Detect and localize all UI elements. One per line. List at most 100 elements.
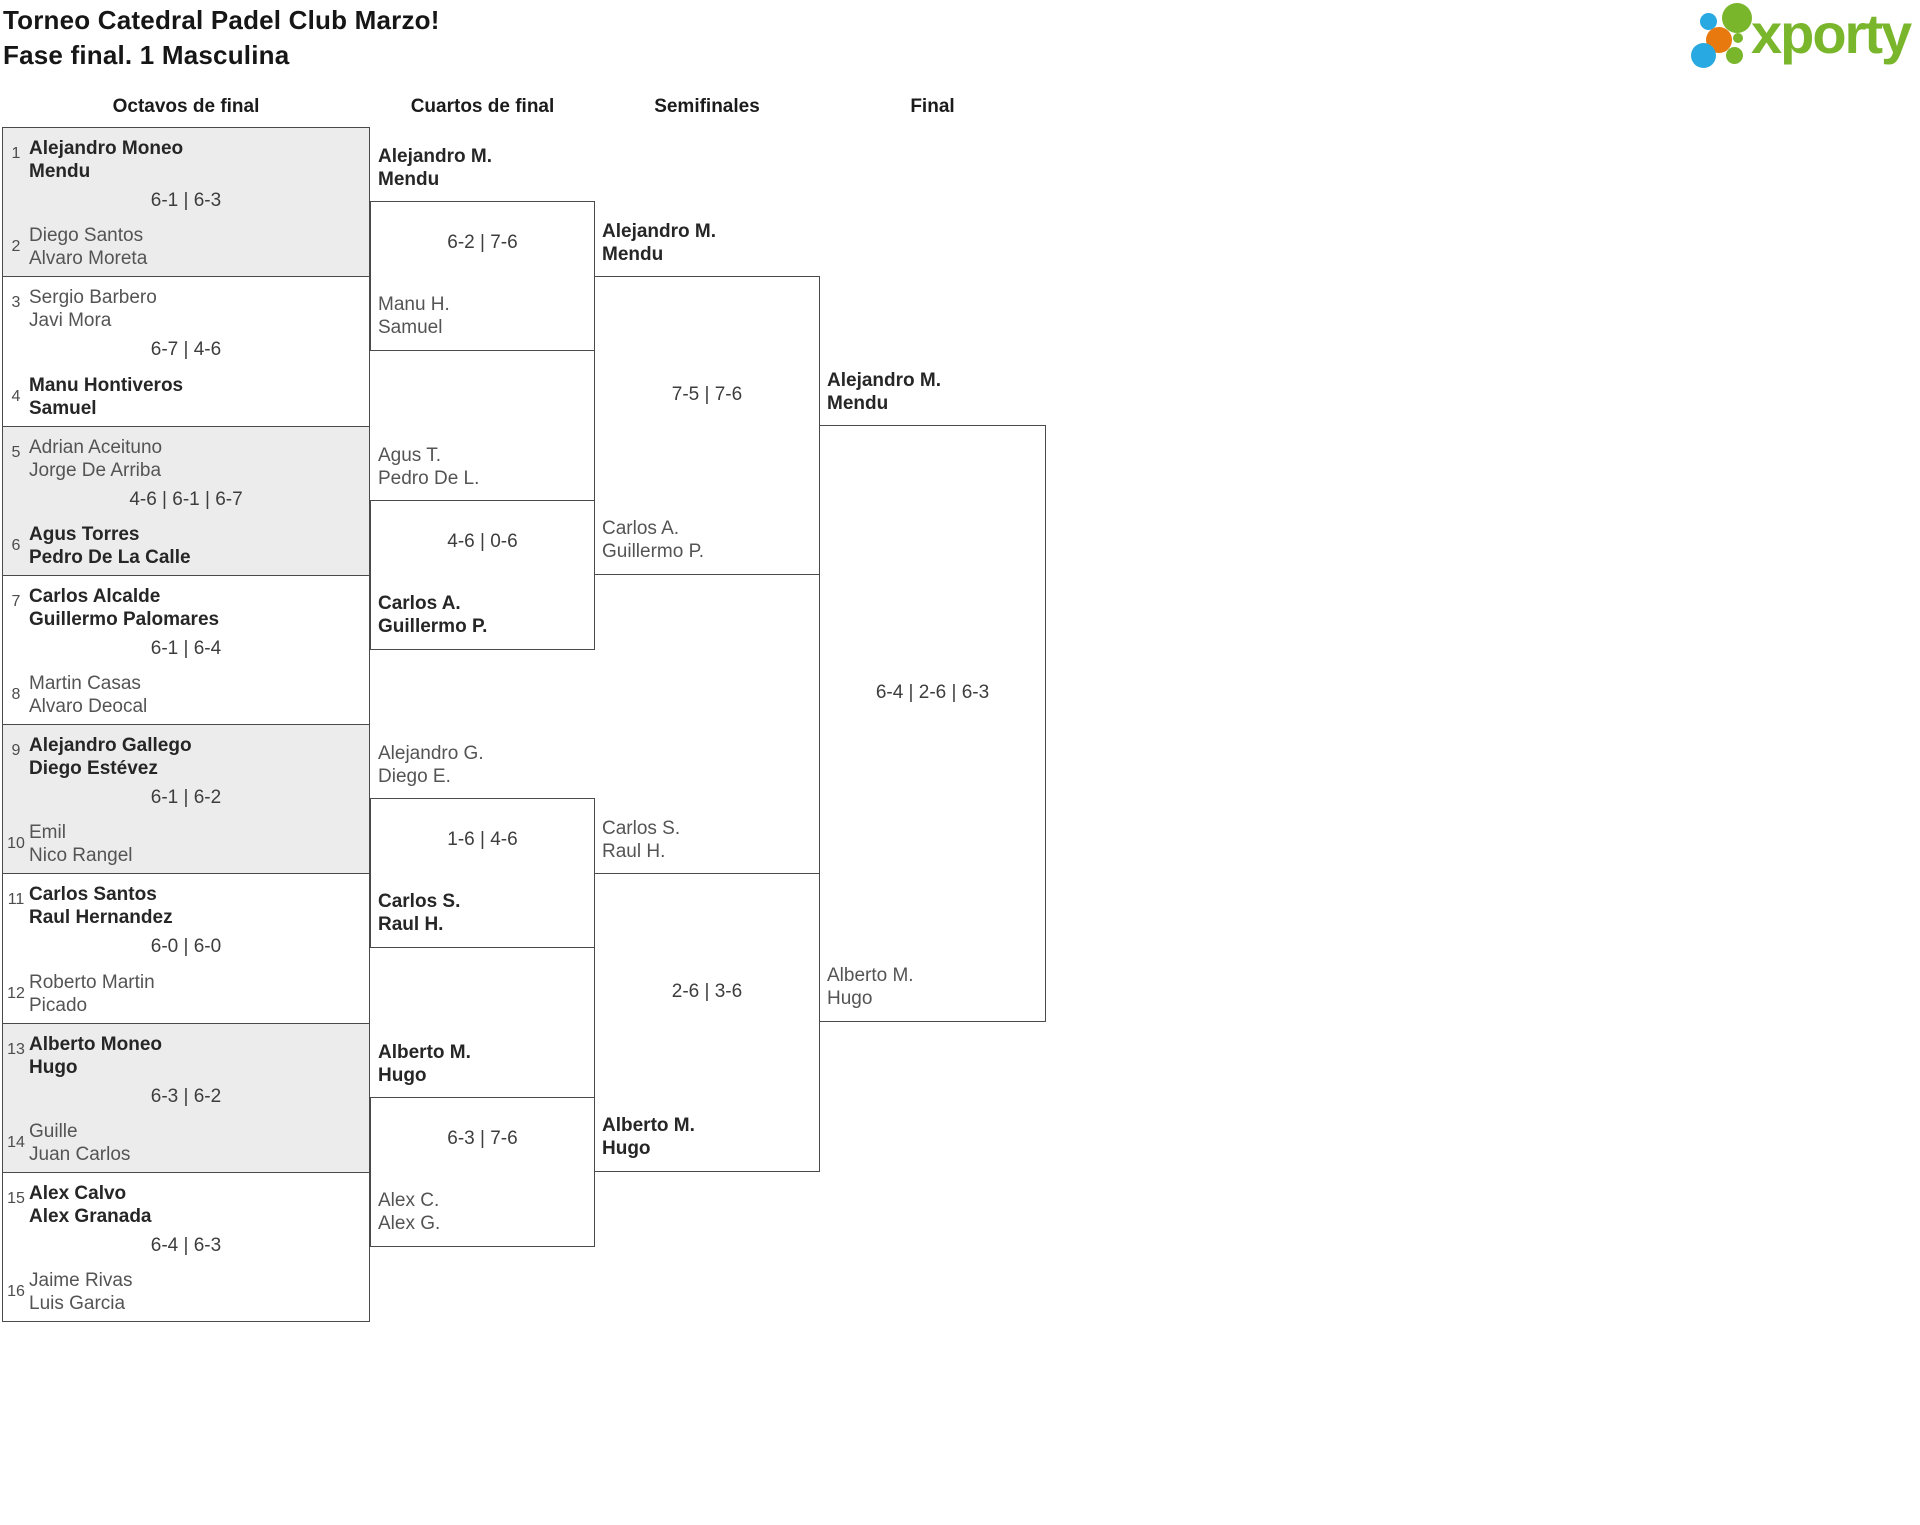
player-line: Alberto M.	[827, 965, 914, 986]
player-line: Nico Rangel	[29, 845, 133, 867]
match-score: 1-6 | 4-6	[447, 829, 518, 850]
seed-number: 4	[11, 387, 21, 405]
match-score: 6-2 | 7-6	[447, 232, 518, 253]
player-line: Carlos Santos	[29, 884, 157, 906]
match-score: 6-3 | 7-6	[447, 1128, 518, 1149]
column-header-final: Final	[910, 96, 955, 117]
player-line: Agus Torres	[29, 523, 140, 545]
logo-dot-green-big-icon	[1722, 3, 1752, 33]
player-line: Diego Santos	[29, 225, 144, 247]
cuartos-match-3: Alejandro G.Diego E. 1-6 | 4-6 Carlos S.…	[370, 743, 595, 948]
team-bottom: Carlos A.Guillermo P.	[378, 592, 487, 638]
seed-number: 6	[11, 536, 21, 554]
player-line: Diego Estévez	[29, 758, 158, 779]
player-line: Alejandro Gallego	[29, 735, 192, 756]
player-line: Alejandro G.	[378, 743, 484, 764]
team-top: Carlos S.Raul H.	[602, 817, 680, 863]
player-line: Alex Granada	[29, 1205, 152, 1227]
player-line: Manu H.	[378, 294, 450, 315]
player-line: Pedro De La Calle	[29, 546, 191, 568]
player-line: Carlos S.	[602, 818, 681, 839]
match-score: 6-1 | 6-4	[150, 637, 222, 659]
player-line: Carlos S.	[378, 891, 461, 912]
seed-number: 13	[7, 1040, 25, 1058]
page-title: Torneo Catedral Padel Club Marzo! Fase f…	[3, 3, 440, 73]
player-line: Guillermo P.	[602, 541, 705, 562]
match-score: 6-0 | 6-0	[150, 936, 222, 958]
logo-dot-blue-small-icon	[1700, 13, 1717, 30]
player-line: Carlos A.	[378, 593, 461, 614]
player-line: Mendu	[378, 169, 440, 190]
seed-number: 1	[11, 145, 21, 162]
team-top: Agus T.Pedro De L.	[378, 444, 479, 490]
player-line: Alberto M.	[378, 1042, 471, 1063]
player-line: Alejandro M.	[827, 370, 942, 391]
team-bottom: Manu H.Samuel	[378, 293, 450, 339]
player-line: Alejandro Moneo	[29, 138, 184, 159]
match-score: 6-7 | 4-6	[150, 339, 222, 361]
player-line: Diego E.	[378, 766, 451, 787]
semifinal-match-1: Alejandro M.Mendu 7-5 | 7-6 Carlos A.Gui…	[594, 221, 820, 575]
final-match: Alejandro M.Mendu 6-4 | 2-6 | 6-3 Albert…	[819, 370, 1046, 1022]
player-line: Luis Garcia	[29, 1293, 126, 1314]
player-line: Roberto Martin	[29, 971, 155, 993]
match-score: 6-3 | 6-2	[150, 1085, 222, 1107]
match-score: 7-5 | 7-6	[671, 384, 743, 405]
player-line: Mendu	[29, 161, 91, 182]
team-bottom: Carlos A.Guillermo P.	[602, 517, 704, 563]
team-bottom: Alberto M.Hugo	[602, 1114, 695, 1160]
column-header-octavos: Octavos de final	[112, 96, 260, 117]
seed-number: 10	[7, 835, 25, 853]
player-line: Sergio Barbero	[29, 287, 157, 309]
seed-number: 14	[7, 1133, 25, 1151]
player-line: Javi Mora	[29, 310, 112, 332]
player-line: Samuel	[378, 317, 443, 338]
semifinal-match-2: Carlos S.Raul H. 2-6 | 3-6 Alberto M.Hug…	[594, 818, 820, 1172]
player-line: Alvaro Moreta	[29, 248, 148, 270]
player-line: Juan Carlos	[29, 1143, 131, 1165]
player-line: Hugo	[827, 988, 873, 1009]
player-line: Alberto M.	[602, 1115, 695, 1136]
team-top: Alejandro G.Diego E.	[378, 742, 484, 788]
match-score: 4-6 | 6-1 | 6-7	[129, 488, 243, 510]
match-score: 6-4 | 2-6 | 6-3	[875, 682, 990, 703]
player-line: Alejandro M.	[602, 221, 717, 242]
column-header-semifinales: Semifinales	[654, 96, 760, 117]
logo-wordmark: xporty	[1751, 2, 1912, 65]
team-top: Alberto M.Hugo	[378, 1041, 471, 1087]
player-line: Raul H.	[602, 841, 666, 862]
cuartos-match-2: Agus T.Pedro De L. 4-6 | 0-6 Carlos A.Gu…	[370, 445, 595, 650]
player-line: Martin Casas	[29, 673, 141, 694]
player-line: Alvaro Deocal	[29, 696, 148, 717]
team-top: Alejandro M.Mendu	[827, 369, 941, 415]
player-line: Hugo	[602, 1138, 651, 1159]
seed-number: 9	[11, 742, 21, 759]
seed-number: 8	[11, 686, 21, 703]
player-line: Mendu	[827, 393, 889, 414]
logo-dot-green-small-icon	[1726, 47, 1743, 64]
player-line: Jaime Rivas	[29, 1270, 133, 1291]
player-line: Alex C.	[378, 1190, 440, 1211]
player-line: Manu Hontiveros	[29, 374, 184, 396]
seed-number: 16	[7, 1283, 25, 1300]
team-top: Alejandro M.Mendu	[378, 145, 492, 191]
match-score: 2-6 | 3-6	[671, 981, 743, 1002]
